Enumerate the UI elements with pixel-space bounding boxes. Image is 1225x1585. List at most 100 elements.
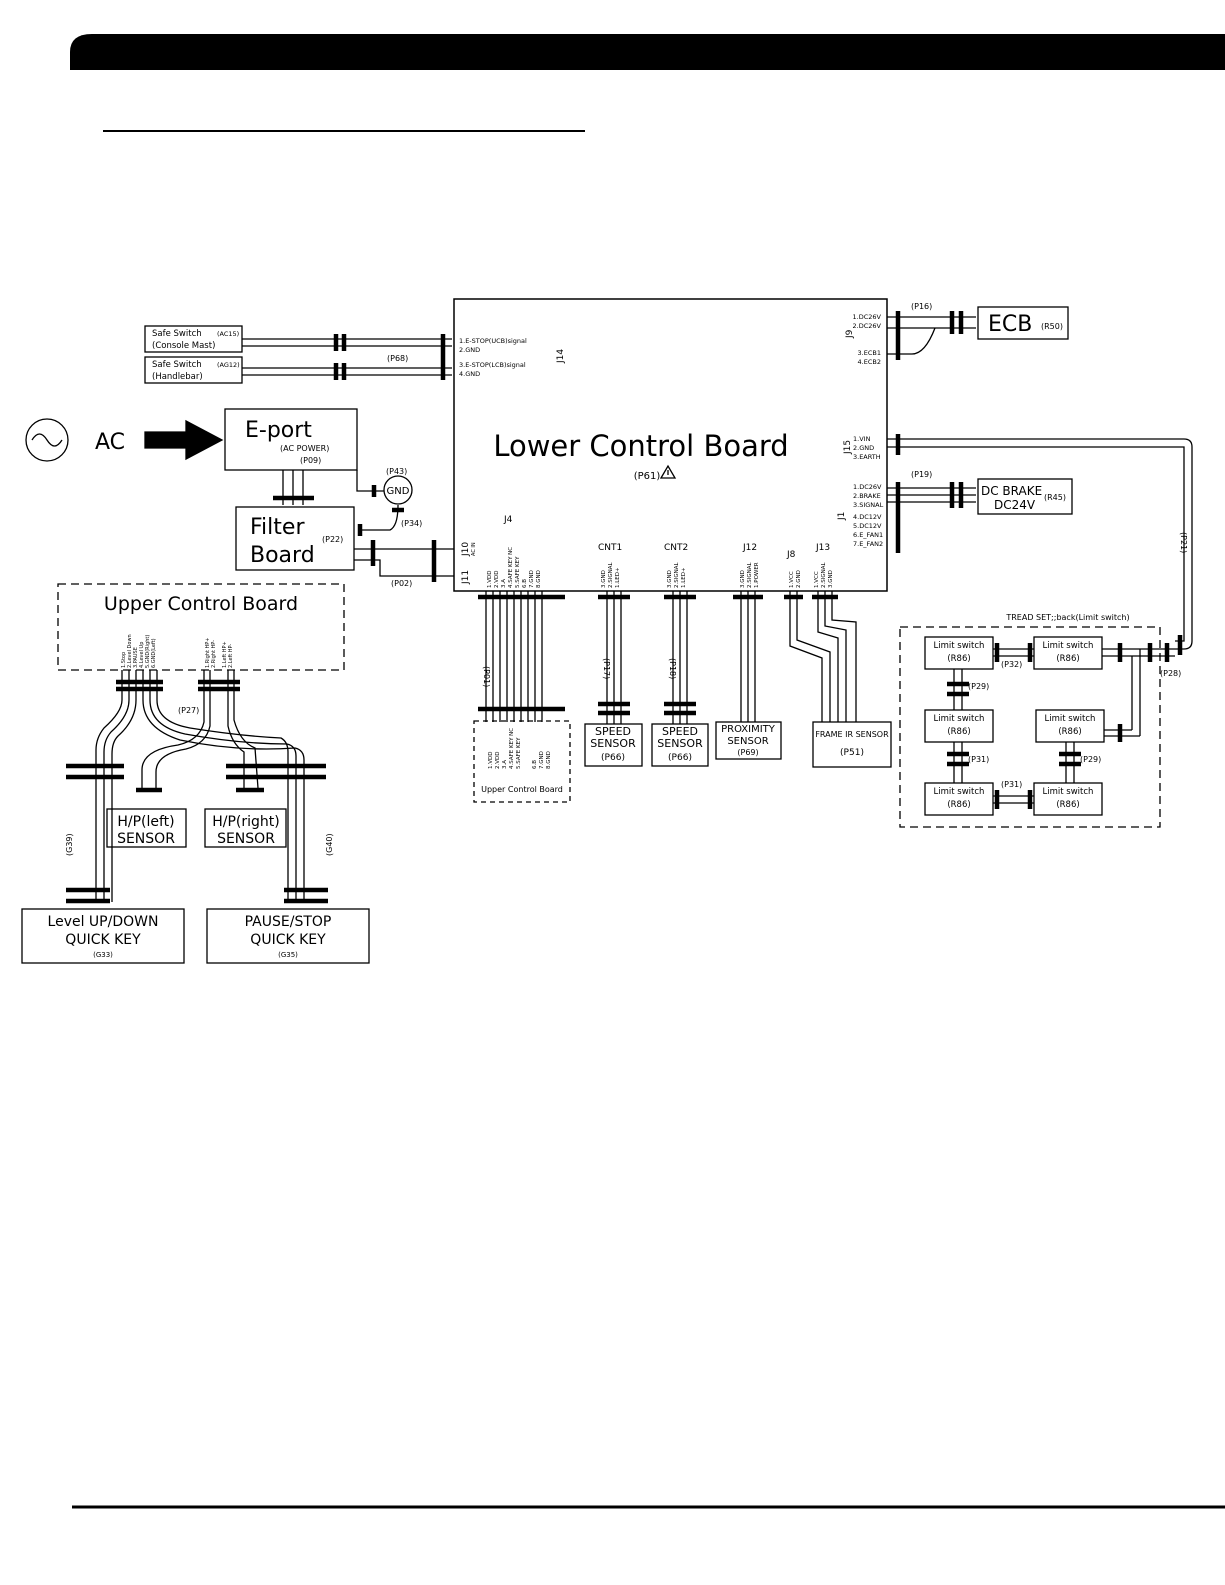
j9-pin-4: 4.ECB2 <box>858 358 881 366</box>
limit-switch-5-label: Limit switch <box>934 787 985 797</box>
level-key-line2: QUICK KEY <box>65 932 141 948</box>
j1-pin-6: 6.E_FAN1 <box>853 531 883 539</box>
brake-code: (R45) <box>1044 493 1066 502</box>
j15-pin-1: 1.VIN <box>853 435 871 443</box>
limit-switch-5: Limit switch (R86) <box>924 782 994 816</box>
hp-left-sensor <box>106 808 187 848</box>
j9-label: J9 <box>845 329 855 339</box>
p16-label: (P16) <box>911 302 932 311</box>
filter-line1: Filter <box>250 515 305 540</box>
p01-label: (P01) <box>482 666 491 687</box>
ucb-pin-3: 3.PAUSE <box>133 647 139 668</box>
j14-label: J14 <box>556 349 566 364</box>
ucb-pin-2: 2.Level Down <box>127 634 133 668</box>
e-port <box>224 408 358 471</box>
level-key-line1: Level UP/DOWN <box>48 914 159 930</box>
p19-label: (P19) <box>911 470 932 479</box>
hp-left-line2: SENSOR <box>117 831 175 847</box>
limit-switch-1-code: (R86) <box>947 654 970 664</box>
p27-label: (P27) <box>178 706 199 715</box>
j14-pin-2: 2.GND <box>459 346 480 354</box>
warning-icon <box>659 464 677 479</box>
j14-pin-1: 1.E-STOP(UCB)signal <box>459 337 527 345</box>
prox-code: (P69) <box>737 748 758 757</box>
pause-quick-key <box>206 908 370 964</box>
eport-gnd-wire <box>356 470 384 492</box>
ucb-small-pin-3: 3.A <box>502 760 508 769</box>
speed1-code: (P66) <box>601 753 625 763</box>
j12-pin-1: 1.POWER <box>754 562 760 588</box>
frame-ir-sensor <box>812 721 892 768</box>
j1-pin-1: 1.DC26V <box>853 483 882 491</box>
tread-set <box>899 626 1161 828</box>
j4-pin-7: 7.GND <box>529 570 535 588</box>
safe-switch-2-location: (Handlebar) <box>152 372 203 382</box>
g40-label: (G40) <box>325 833 334 856</box>
limit-switch-1: Limit switch (R86) <box>924 636 994 670</box>
p18-connectors <box>664 594 696 716</box>
ucb-small-pin-2: 2.VDD <box>495 752 501 769</box>
level-quick-key <box>21 908 185 964</box>
brake-line2: DC24V <box>994 498 1036 512</box>
p31-label-2: (P31) <box>1001 780 1022 789</box>
j13-label: J13 <box>815 543 830 553</box>
j10-sub: AC IN <box>471 542 477 556</box>
pause-key-line2: QUICK KEY <box>250 932 326 948</box>
limit-switch-6: Limit switch (R86) <box>1033 782 1103 816</box>
j14-pin-3: 3.E-STOP(LCB)signal <box>459 361 526 369</box>
limit-switch-6-code: (R86) <box>1056 800 1079 810</box>
p29-label-2: (P29) <box>1080 755 1101 764</box>
p29-label-1: (P29) <box>968 682 989 691</box>
g39-label: (G39) <box>65 833 74 856</box>
speed1-line1: SPEED <box>595 725 631 738</box>
safe-switch-handlebar <box>144 356 243 384</box>
eport-sub: (AC POWER) <box>280 444 329 453</box>
pause-key-code: (G35) <box>278 951 298 959</box>
ucb-small-pin-7: 7.GND <box>539 751 545 769</box>
cnt2-pin-2: 2.SIGNAL <box>674 562 680 588</box>
ucb-left-hp-pin-1: 1.Left HP+ <box>222 641 228 668</box>
pause-key-line1: PAUSE/STOP <box>245 914 332 930</box>
filter-line2: Board <box>250 543 315 568</box>
j4-pin-8: 8.GND <box>536 570 542 588</box>
gnd-terminal <box>383 475 413 505</box>
cnt2-pin-3: 3.GND <box>667 570 673 588</box>
ucb-small-title: Upper Control Board <box>481 785 563 794</box>
arrow-icon <box>144 419 224 461</box>
p31-label-1: (P31) <box>968 755 989 764</box>
ucb-small-pin-8: 8.GND <box>546 751 552 769</box>
p01-connectors <box>478 594 565 712</box>
j10-label: J10 <box>461 542 471 557</box>
cnt2-pin-1: 1.LED+ <box>681 567 687 588</box>
ucb-harness-connectors <box>66 679 328 904</box>
speed2-line1: SPEED <box>662 725 698 738</box>
filter-lcb-connectors <box>370 540 437 582</box>
limit-switch-2: Limit switch (R86) <box>1033 636 1103 670</box>
j4-pin-6: 6.B <box>522 579 528 588</box>
j14-pin-4: 4.GND <box>459 370 480 378</box>
gnd-code-top: (P43) <box>386 467 407 476</box>
brake-connectors <box>895 482 964 553</box>
p21-label: (P21) <box>1179 532 1188 553</box>
ac-label: AC <box>95 430 125 455</box>
j1-label: J1 <box>837 512 847 521</box>
gnd-label: GND <box>387 486 410 497</box>
gnd-connectors <box>357 485 404 536</box>
j13-pin-1: 1.VCC <box>814 571 820 588</box>
j11-label: J11 <box>461 570 471 585</box>
speed-sensor-2 <box>651 723 709 767</box>
limit-switch-4-label: Limit switch <box>1045 714 1096 724</box>
prox-line1: PROXIMITY <box>721 724 776 735</box>
j15-label: J15 <box>843 440 853 455</box>
frame-code: (P51) <box>840 748 864 758</box>
filter-code: (P22) <box>322 535 343 544</box>
p18-label: (P18) <box>668 658 677 679</box>
j13-pin-3: 3.GND <box>828 570 834 588</box>
ucb-harness <box>95 670 305 902</box>
safe-switch-1-label: Safe Switch <box>152 329 202 339</box>
ucb-right-hp-pin-2: 2.Right HP- <box>211 640 217 668</box>
cnt1-pin-1: 1.LED+ <box>615 567 621 588</box>
hp-right-sensor <box>204 808 287 848</box>
p01-wires <box>485 591 543 722</box>
ucb-pin-4: 4.Level Up <box>139 642 145 668</box>
